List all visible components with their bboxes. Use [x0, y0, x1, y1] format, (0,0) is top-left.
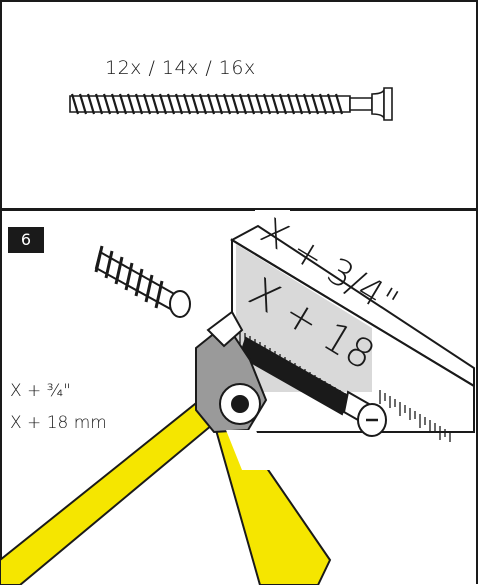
length-note-imperial: X + ¾": [10, 381, 71, 401]
cut-piece-icon: [94, 245, 191, 318]
quantity-label: 12x / 14x / 16x: [105, 57, 256, 79]
cutting-pliers-icon: [0, 310, 332, 585]
screw-icon: [69, 87, 393, 121]
step-number-badge: 6: [8, 227, 44, 253]
length-note-metric: X + 18 mm: [10, 413, 107, 433]
